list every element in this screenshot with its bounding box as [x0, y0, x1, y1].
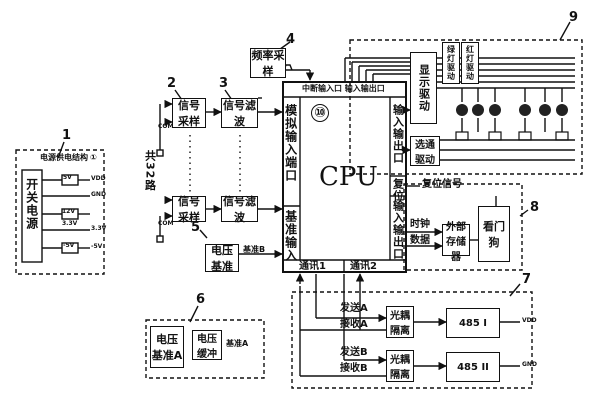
signal-sample-box-bottom: 信号采样	[172, 195, 206, 224]
com-label-bottom: COM	[158, 220, 174, 227]
pin-vdd: VDD	[91, 175, 106, 182]
opto-isolator-b: 光耦隔离	[386, 350, 414, 382]
switch-supply-label: 开关电源	[24, 178, 39, 230]
opto-isolator-a: 光耦隔离	[386, 306, 414, 338]
callout-1: 1	[62, 128, 72, 143]
pin-3v3: 3.3V	[91, 225, 107, 232]
freq-sample-box: 频率采样	[250, 48, 286, 78]
callout-7: 7	[522, 272, 532, 287]
com-label-top: COM	[158, 123, 174, 130]
channel-drive-box: 选通驱动	[410, 136, 440, 166]
recv-b-label: 接收B	[340, 363, 368, 374]
signal-filter-box-top: 信号滤波	[221, 98, 258, 128]
data-label: 数据	[410, 235, 430, 246]
rs485-1-box: 485 I	[446, 308, 500, 338]
cpu-interrupt-io-label: 中断输入口 输入输出口	[302, 84, 385, 93]
send-b-label: 发送B	[340, 347, 368, 358]
voltage-ref-box: 电压基准	[205, 244, 239, 273]
pin-gnd: GND	[91, 191, 106, 198]
callout-2: 2	[167, 76, 177, 91]
ref-a-out-label: 基准A	[226, 339, 249, 348]
cpu-io-port: 输入输出口	[391, 104, 405, 164]
led	[539, 104, 551, 116]
display-drive-box: 显示驱动	[410, 52, 437, 124]
power-group-outline	[15, 149, 105, 275]
led	[556, 104, 568, 116]
cpu-io-port-2: 输入输出口	[391, 200, 405, 260]
led	[456, 104, 468, 116]
cpu-comm1: 通讯1	[299, 261, 326, 272]
power-box-circle-num: ①	[90, 153, 97, 162]
rail-5v: 5V	[63, 174, 72, 181]
ref-b-label: 基准B	[243, 245, 266, 254]
signal-sample-box-top: 信号采样	[172, 98, 206, 128]
comm-gnd: GND	[522, 361, 537, 368]
ref-a-group-outline	[145, 319, 265, 379]
recv-a-label: 接收A	[340, 319, 368, 330]
red-led-drive-box: 红灯驱动	[461, 42, 479, 84]
callout-9: 9	[569, 10, 579, 25]
cpu-analog-port: 模拟输入端口	[283, 104, 298, 182]
channels-label: 共32路	[143, 150, 157, 192]
led	[519, 104, 531, 116]
callout-3: 3	[219, 76, 229, 91]
signal-filter-box-bottom: 信号滤波	[221, 195, 258, 224]
callout-8: 8	[530, 200, 540, 215]
led	[472, 104, 484, 116]
comm-vdd: VDD	[522, 317, 537, 324]
callout-5: 5	[191, 220, 201, 235]
voltage-buffer-box: 电压缓冲	[192, 330, 222, 360]
clock-label: 时钟	[410, 219, 430, 230]
cpu-circle-num: ⑩	[311, 104, 329, 122]
callout-4: 4	[286, 32, 296, 47]
cpu-reset-port: 复位	[391, 178, 405, 202]
rail-12v: 12V	[62, 208, 75, 215]
comm-group-outline	[291, 291, 533, 389]
switch-supply-box	[21, 169, 43, 263]
callout-6: 6	[196, 292, 206, 307]
pin-neg5v: -5V	[91, 243, 103, 250]
power-box-title: 电源供电结构	[40, 153, 88, 162]
cpu-comm2: 通讯2	[350, 261, 377, 272]
ext-storage-box: 外部存储器	[442, 222, 470, 263]
reset-signal-label: 复位信号	[422, 179, 462, 190]
green-led-drive-box: 绿灯驱动	[442, 42, 460, 84]
rail-neg5v: -5V	[63, 242, 75, 249]
send-a-label: 发送A	[340, 303, 368, 314]
cpu-ref-input: 基准输入	[283, 210, 298, 262]
led	[489, 104, 501, 116]
ref-a-box: 电压基准A	[150, 326, 184, 368]
cpu-label: CPU	[319, 162, 378, 192]
watchdog-box: 看门狗	[478, 206, 510, 262]
display-group-outline	[349, 39, 583, 175]
storage-group-outline	[403, 183, 523, 271]
rs485-2-box: 485 II	[446, 352, 500, 382]
rail-3v3: 3.3V	[62, 220, 78, 227]
